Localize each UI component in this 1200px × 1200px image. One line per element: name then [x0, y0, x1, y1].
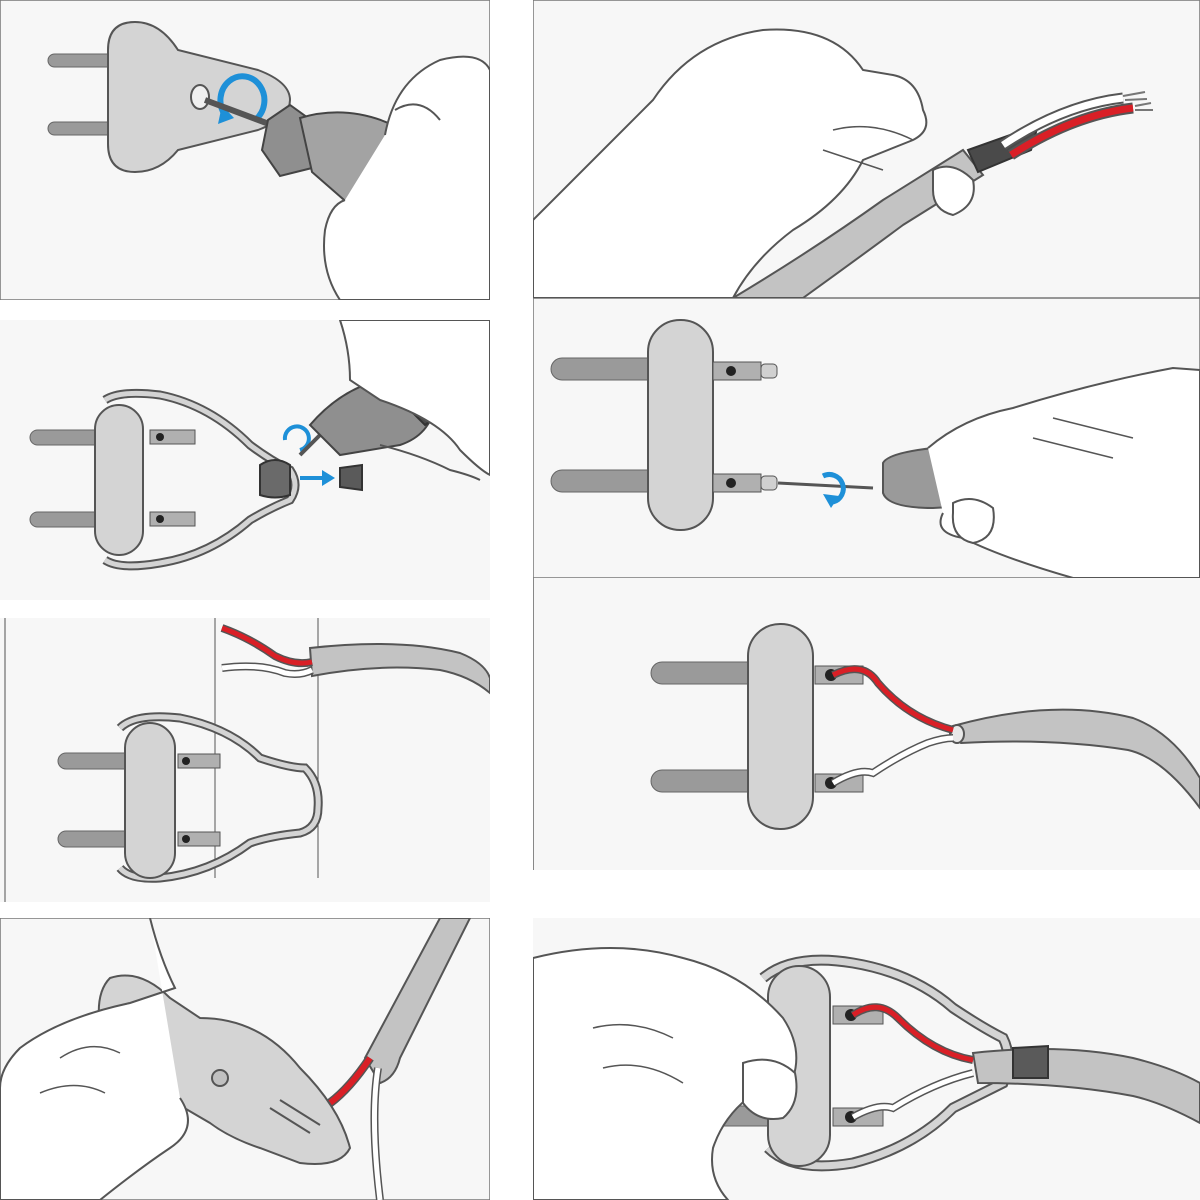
plug-cover — [103, 390, 298, 569]
strain-relief-nut-icon — [1012, 1044, 1049, 1079]
thumb-outline — [951, 498, 995, 545]
terminal-screw-icon — [156, 433, 164, 441]
rotation-arrow-icon — [821, 472, 846, 505]
hand-icon — [323, 55, 490, 300]
rotation-arrowhead-icon — [823, 494, 839, 508]
step-illustration-4 — [533, 298, 1200, 578]
hand-icon — [338, 320, 490, 477]
wire-live — [831, 666, 954, 733]
step-illustration-5 — [0, 618, 490, 902]
wire-live — [851, 1004, 974, 1063]
hand-icon — [0, 918, 189, 1200]
terminal-top — [177, 753, 221, 769]
wire-neutral — [1001, 94, 1124, 148]
step-illustration-7 — [0, 918, 490, 1200]
wire-neutral — [221, 663, 314, 677]
terminal-screw-icon — [182, 757, 190, 765]
wire-live — [328, 1056, 373, 1106]
step-panel-pull-cable — [533, 0, 1200, 298]
plug-base — [647, 319, 714, 531]
step-panel-strip-wire — [0, 918, 490, 1200]
step-illustration-3 — [0, 320, 490, 600]
finger-outline — [379, 444, 481, 481]
screwdriver-shaft — [777, 481, 874, 490]
terminal-screw-icon — [156, 515, 164, 523]
finger-creases — [1032, 417, 1134, 459]
thumb-outline — [742, 1058, 798, 1120]
strain-relief-nut-icon — [339, 463, 363, 492]
rotation-arrowhead-icon — [218, 105, 234, 124]
step-panel-reassemble-plug — [533, 918, 1200, 1200]
wire-neutral — [851, 1070, 974, 1120]
terminal-screw-icon — [726, 366, 736, 376]
finger-creases — [822, 125, 914, 171]
terminal-screw-icon — [726, 478, 736, 488]
cover-screw-icon — [190, 84, 210, 110]
plug-base — [124, 722, 176, 879]
step-illustration-6 — [533, 578, 1200, 870]
step-panel-route-cable — [0, 618, 490, 902]
wire-neutral — [831, 735, 954, 786]
rotation-arrow-icon — [282, 424, 311, 452]
finger-outline — [394, 103, 441, 121]
hand-icon — [533, 28, 928, 298]
step-panel-loosen-cover-screw — [0, 0, 490, 300]
cable-end — [949, 724, 965, 744]
terminal-screw-icon — [182, 835, 190, 843]
cable-jacket — [951, 708, 1200, 810]
stripper-jaw-notches — [269, 1099, 321, 1134]
step-illustration-1 — [0, 0, 490, 300]
step-panel-remove-strain-nut — [0, 320, 490, 600]
strain-relief-clamp — [259, 459, 291, 499]
step-illustration-2 — [533, 0, 1200, 298]
step-panel-loosen-terminal — [533, 298, 1200, 578]
plug-cover — [118, 714, 321, 881]
cable-jacket — [308, 643, 490, 695]
wire-live — [221, 625, 313, 666]
pivot-bolt-icon — [211, 1069, 229, 1087]
direction-arrowhead-icon — [322, 470, 335, 486]
finger-outline — [39, 1045, 121, 1094]
terminal-nut-bottom — [760, 475, 778, 491]
finger-creases — [592, 1023, 684, 1084]
rotation-arrow-icon — [217, 73, 268, 123]
wire-neutral — [371, 1067, 383, 1200]
plug-base — [747, 623, 814, 830]
wire-live — [1009, 104, 1134, 158]
stripped-strands-icon — [1122, 91, 1153, 111]
step-panel-connect-wires — [533, 578, 1200, 870]
thumb-outline — [932, 165, 975, 217]
terminal-bottom — [177, 831, 221, 847]
cable-jacket — [731, 148, 985, 298]
terminal-top — [712, 361, 762, 381]
terminal-nut-top — [760, 363, 778, 379]
plug-base — [94, 404, 144, 556]
terminal-bottom — [712, 473, 762, 493]
step-illustration-8 — [533, 918, 1200, 1200]
